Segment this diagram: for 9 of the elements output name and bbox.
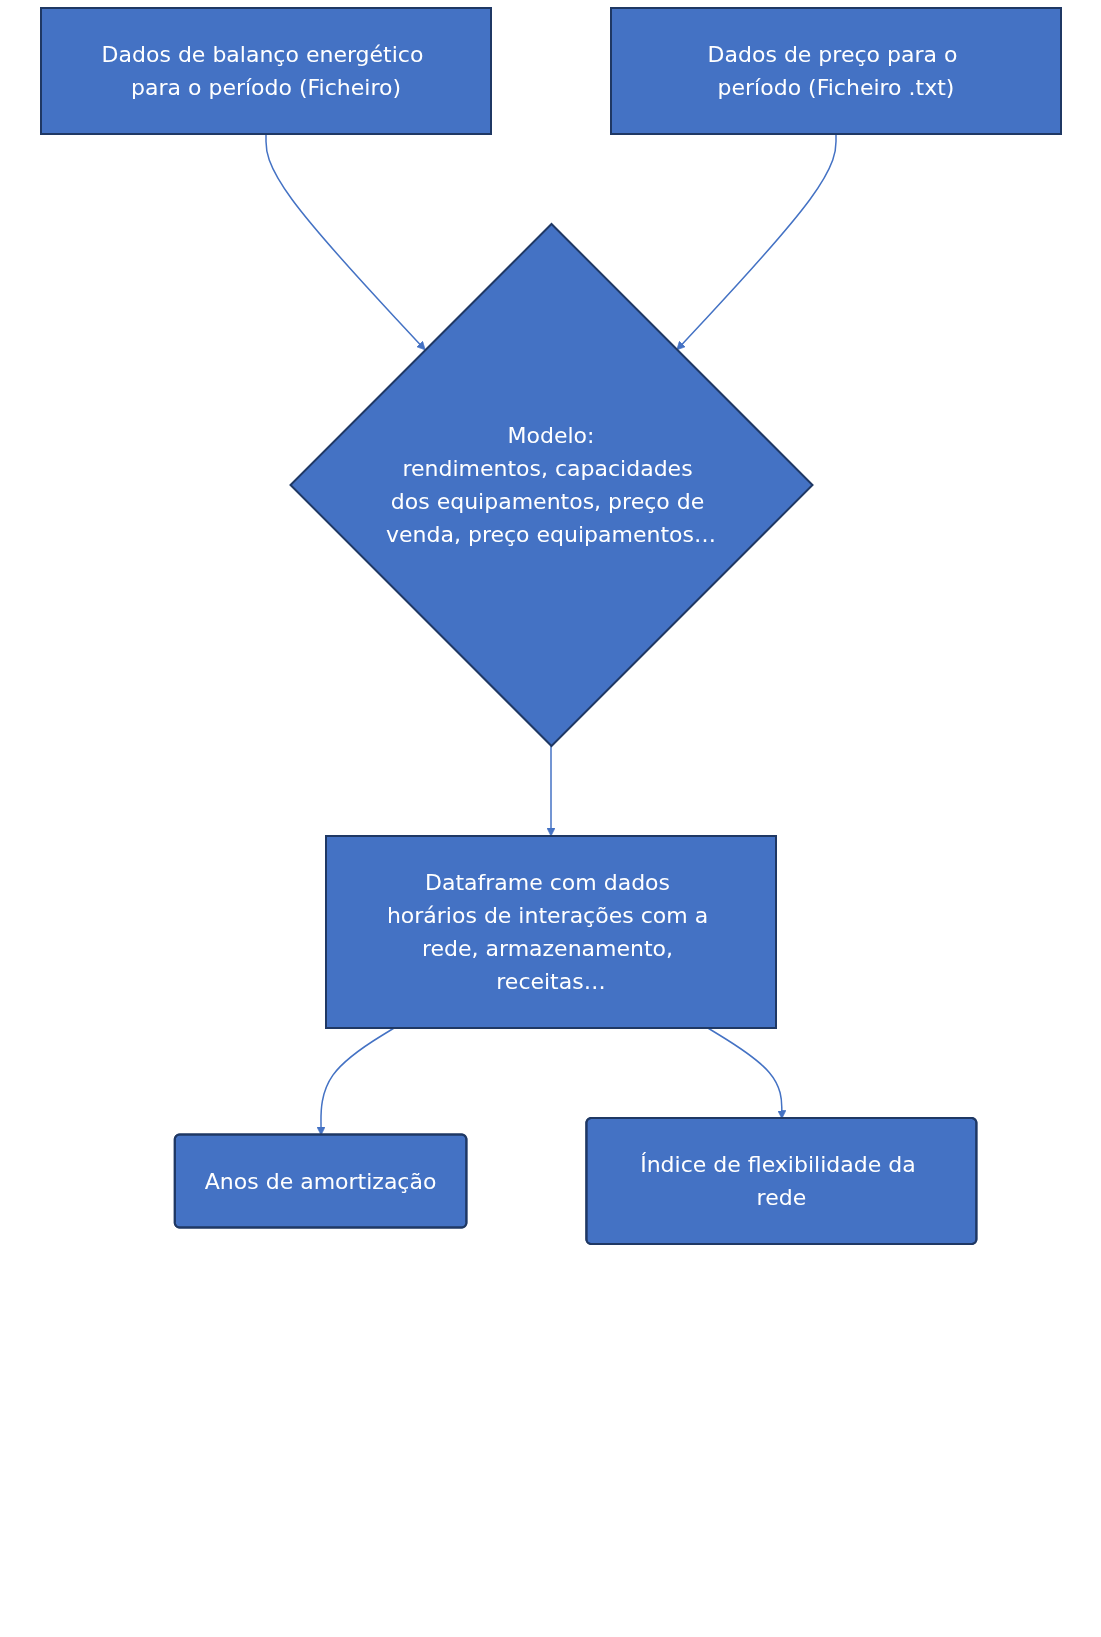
arrow <box>675 133 837 351</box>
node-box: Dataframe com dados horários de interações com a rede, armazenamento, receitas… <box>324 835 777 1029</box>
node-diamond: Modelo: rendimentos, capacidades dos equipamentos, preço de venda, preço equipamentos… <box>288 222 814 748</box>
node-box: Dados de preço para o período (Ficheiro .txt) <box>609 7 1062 135</box>
arrow <box>546 745 555 837</box>
arrow <box>264 133 426 351</box>
arrow <box>316 1027 395 1136</box>
arrow <box>706 1027 786 1119</box>
node-box: Dados de balanço energético para o período (Ficheiro) <box>39 7 492 135</box>
